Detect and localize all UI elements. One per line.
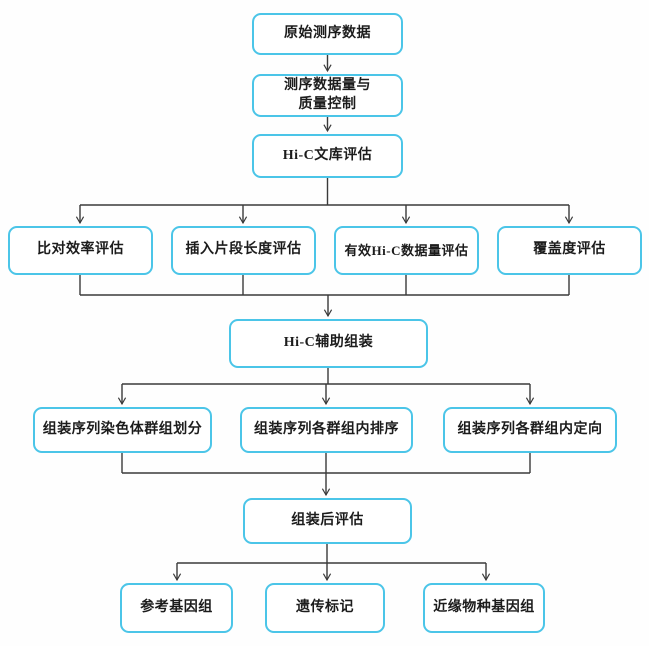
node-intragroup-orientation: 组装序列各群组内定向 [443,407,617,453]
node-effective-hic-data-evaluation: 有效Hi-C数据量评估 [334,226,479,275]
node-hic-library-evaluation: Hi-C文库评估 [252,134,403,178]
node-post-assembly-evaluation: 组装后评估 [243,498,412,544]
node-alignment-efficiency-evaluation: 比对效率评估 [8,226,153,275]
node-chromosome-group-partition: 组装序列染色体群组划分 [33,407,212,453]
node-hic-assisted-assembly: Hi-C辅助组装 [229,319,428,368]
node-related-species-genome: 近缘物种基因组 [423,583,545,633]
node-coverage-evaluation: 覆盖度评估 [497,226,642,275]
node-data-quantity-quality-control: 测序数据量与 质量控制 [252,74,403,117]
node-insert-length-evaluation: 插入片段长度评估 [171,226,316,275]
node-raw-sequencing-data: 原始测序数据 [252,13,403,55]
node-genetic-markers: 遗传标记 [265,583,385,633]
node-reference-genome: 参考基因组 [120,583,233,633]
node-intragroup-ordering: 组装序列各群组内排序 [240,407,413,453]
